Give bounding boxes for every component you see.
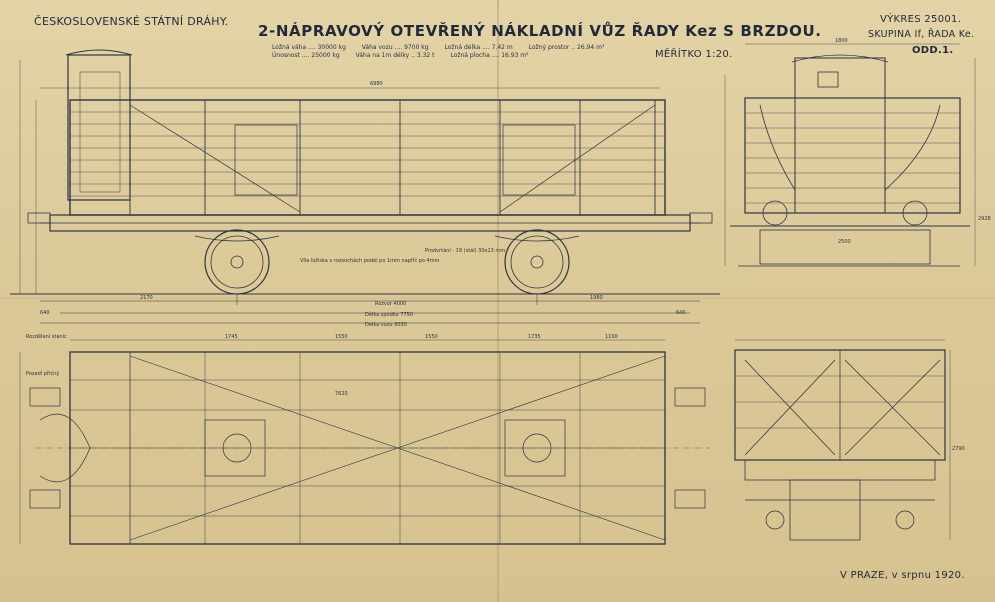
dim-640-left: 640 [40, 310, 50, 316]
dim-7620: 7620 [335, 391, 348, 397]
spec-item: Únosnost .... 25000 kg [272, 52, 340, 59]
note-pozadi: Pozadí přičný [26, 370, 59, 377]
plan-view [19, 339, 710, 545]
cross-section [734, 339, 951, 541]
spec-table: Ložná váha .... 30000 kg Váha vozu .... … [272, 44, 672, 60]
dim-2500: 2500 [838, 239, 851, 245]
dim-1980: 1980 [590, 295, 603, 301]
group-label: SKUPINA If, ŘADA Ke. [868, 29, 975, 40]
dim-2790: 2790 [952, 446, 965, 452]
dim-2170: 2170 [140, 295, 153, 301]
dim-1100: 1100 [605, 334, 618, 340]
spec-item: Ložná plocha .... 16.93 m² [450, 52, 529, 59]
spec-item: Ložná váha .... 30000 kg [272, 44, 346, 51]
spec-item: Váha na 1m délky .. 3.32 t [355, 52, 435, 59]
dim-1550b: 1550 [425, 334, 438, 340]
spec-item: Ložná délka .... 7.42 m [444, 44, 513, 51]
railway-name: ČESKOSLOVENSKÉ STÁTNÍ DRÁHY. [34, 15, 229, 28]
section-label: ODD.1. [912, 45, 954, 56]
dim-1735: 1735 [528, 334, 541, 340]
note-prodvrtani: Prodvrtání - 19 (stál) 30x13 mm [425, 247, 505, 254]
side-elevation [10, 49, 720, 324]
spec-item: Ložný prostor .. 26.94 m³ [528, 44, 605, 51]
drawing-number: VÝKRES 25001. [880, 14, 962, 25]
dim-2928: 2928 [978, 216, 991, 222]
note-rozdeleni: Rozdělení stanic [26, 333, 67, 340]
dim-delka-vozu: Délka vozu 9030 [365, 321, 407, 328]
dim-640-right: 640 [676, 310, 686, 316]
place-date: V PRAZE, v srpnu 1920. [840, 570, 965, 581]
scale-label: MĚŘÍTKO 1:20. [655, 49, 733, 60]
end-elevation [724, 43, 976, 267]
dim-delka-spodku: Délka spodku 7750 [365, 311, 413, 318]
dim-1550: 1550 [335, 334, 348, 340]
dim-rozvor: Rozvor 4000 [375, 301, 406, 307]
note-vila: Víla ložiska v rozsochách podél po 1mm n… [300, 257, 440, 264]
dim-1800: 1800 [835, 38, 848, 44]
spec-item: Váha vozu .... 9700 kg [361, 44, 429, 51]
dim-6980: 6980 [370, 81, 383, 87]
dimension-labels: 2170 1980 Rozvor 4000 Délka spodku 7750 … [26, 38, 991, 452]
dim-1745: 1745 [225, 334, 238, 340]
page-title: 2-NÁPRAVOVÝ OTEVŘENÝ NÁKLADNÍ VŮZ ŘADY K… [258, 22, 822, 40]
